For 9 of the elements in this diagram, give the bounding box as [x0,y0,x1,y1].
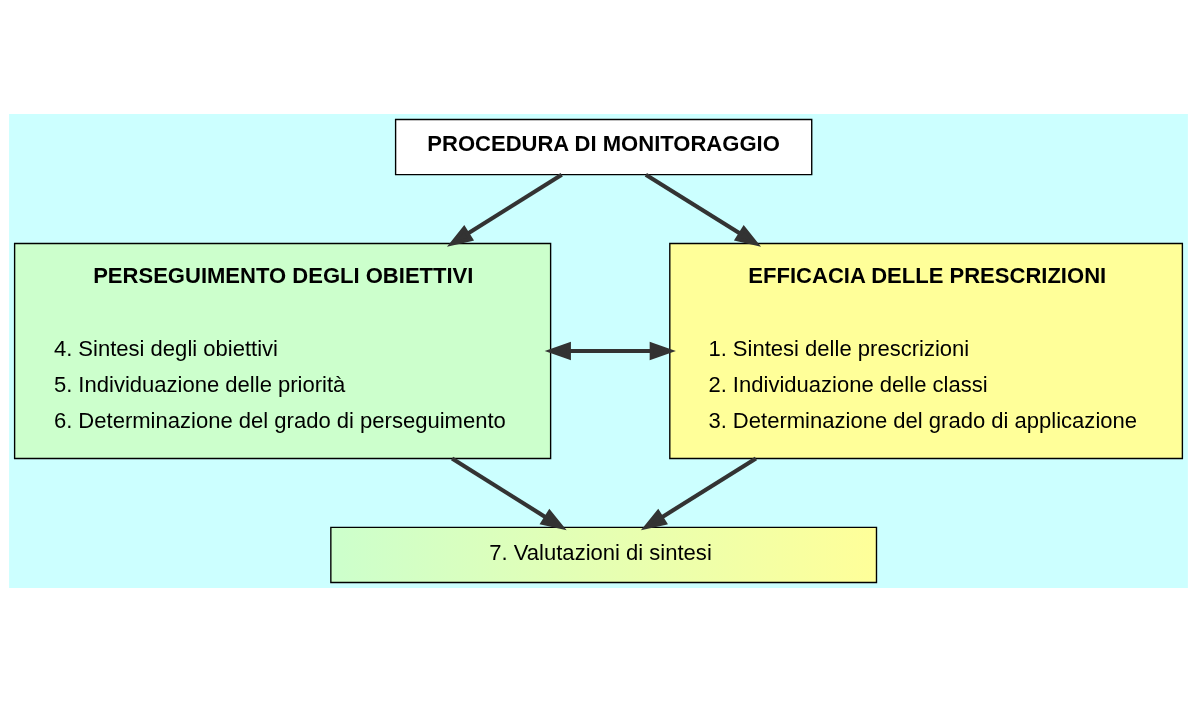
node-box: 7. Valutazioni di sintesi [330,526,878,583]
arrow [446,172,563,247]
arrow [644,172,762,247]
node-box: PROCEDURA DI MONITORAGGIO [394,118,813,175]
node-box: PERSEGUIMENTO DEGLI OBIETTIVI 4. Sintesi degli obiettivi 5. Individuazione delle priorità 6. Determinazione del grado di perseguimento [13,242,552,459]
arrow [544,341,676,360]
arrow [640,456,757,530]
node-box: EFFICACIA DELLE PRESCRIZIONI 1. Sintesi delle prescrizioni 2. Individuazione delle classi 3. Determinazione del grado di applicazione [669,242,1184,459]
arrow [450,456,567,530]
